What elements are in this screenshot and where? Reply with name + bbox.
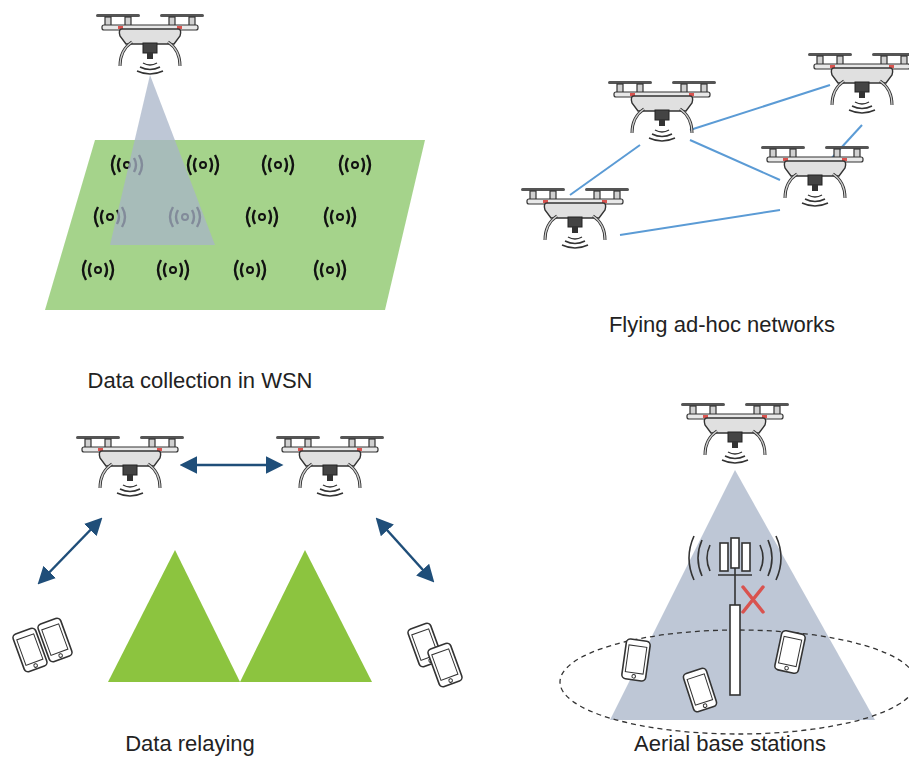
panel-caption: Aerial base stations bbox=[634, 731, 826, 757]
panel-caption: Flying ad-hoc networks bbox=[609, 312, 835, 338]
panel-caption: Data collection in WSN bbox=[88, 368, 313, 394]
panel-caption: Data relaying bbox=[125, 731, 255, 757]
